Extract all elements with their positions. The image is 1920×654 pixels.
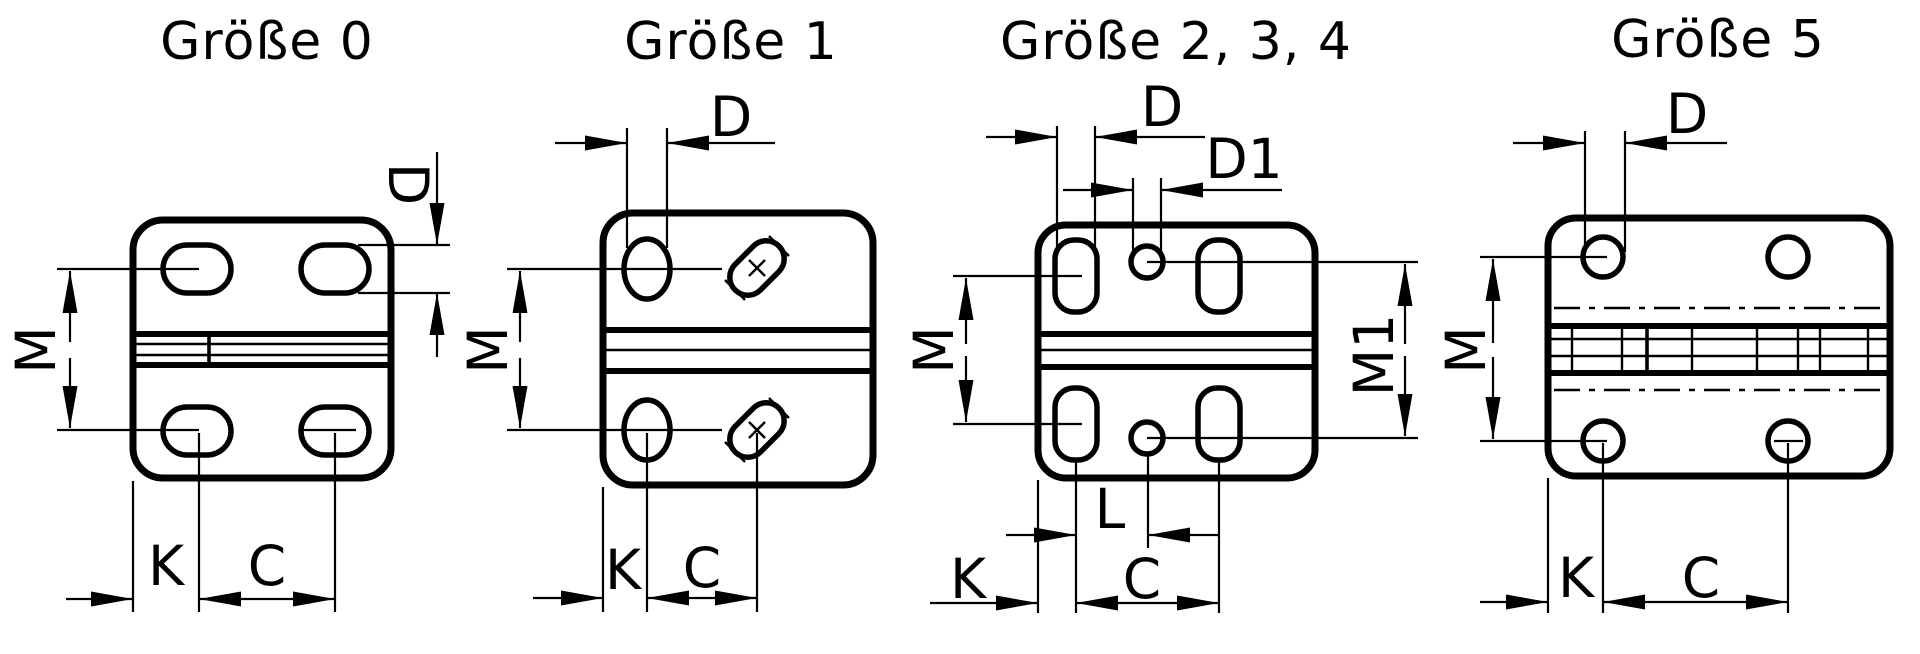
dimension-d: D bbox=[358, 152, 450, 357]
dimension-d: D bbox=[555, 85, 775, 248]
dim-label-m: M bbox=[1434, 326, 1498, 373]
dimension-m1: M1 bbox=[1147, 260, 1418, 440]
mounting-holes bbox=[1580, 234, 1811, 464]
dim-label-k: K bbox=[1558, 546, 1596, 610]
figure-groesse-0: Größe 0 M D bbox=[4, 12, 450, 612]
figure-groesse-1: Größe 1 bbox=[456, 12, 877, 612]
dim-label-k: K bbox=[605, 538, 643, 602]
dim-label-d: D bbox=[1141, 75, 1183, 139]
dimension-k-c: K C bbox=[930, 460, 1221, 613]
figure-title: Größe 5 bbox=[1611, 10, 1825, 70]
dimension-m: M bbox=[456, 267, 722, 432]
dimension-m: M bbox=[902, 274, 1082, 426]
dim-label-k: K bbox=[950, 547, 988, 611]
mounting-slots bbox=[160, 242, 372, 458]
figure-groesse-2-3-4: Größe 2, 3, 4 M M1 bbox=[902, 12, 1418, 613]
dimension-k-c: K C bbox=[533, 433, 759, 612]
dimension-l: L bbox=[1006, 452, 1218, 548]
dimension-d: D bbox=[986, 75, 1205, 256]
dim-label-c: C bbox=[683, 536, 721, 600]
dimension-m: M bbox=[4, 267, 356, 432]
dim-label-c: C bbox=[1682, 546, 1720, 610]
figure-title: Größe 2, 3, 4 bbox=[1000, 12, 1352, 72]
figure-title: Größe 0 bbox=[160, 12, 374, 72]
dimension-k-c: K C bbox=[66, 433, 337, 612]
dimension-d1: D1 bbox=[1063, 127, 1283, 252]
dim-label-d: D bbox=[376, 163, 440, 205]
dimension-m: M bbox=[1434, 255, 1607, 443]
dimension-d: D bbox=[1513, 82, 1727, 252]
dim-label-k: K bbox=[148, 534, 186, 598]
hinge-body bbox=[599, 209, 877, 489]
dim-label-l: L bbox=[1095, 477, 1126, 541]
hinge-body bbox=[1034, 221, 1319, 482]
dim-label-m: M bbox=[456, 326, 520, 373]
knuckle-band bbox=[1548, 323, 1890, 376]
dim-label-c: C bbox=[248, 534, 286, 598]
dimension-k-c: K C bbox=[1480, 439, 1803, 613]
dim-label-m: M bbox=[4, 326, 68, 373]
figure-title: Größe 1 bbox=[624, 12, 838, 72]
dim-label-d: D bbox=[1666, 82, 1708, 146]
dim-label-m: M bbox=[902, 326, 966, 373]
hinge-body bbox=[1544, 214, 1894, 480]
dim-label-m1: M1 bbox=[1342, 314, 1406, 396]
slot-center-marks bbox=[724, 235, 790, 463]
dim-label-d1: D1 bbox=[1205, 127, 1282, 191]
dim-label-d: D bbox=[710, 85, 752, 149]
hinge-body bbox=[129, 216, 395, 482]
dim-label-c: C bbox=[1123, 547, 1161, 611]
figure-groesse-5: Größe 5 bbox=[1434, 10, 1894, 613]
